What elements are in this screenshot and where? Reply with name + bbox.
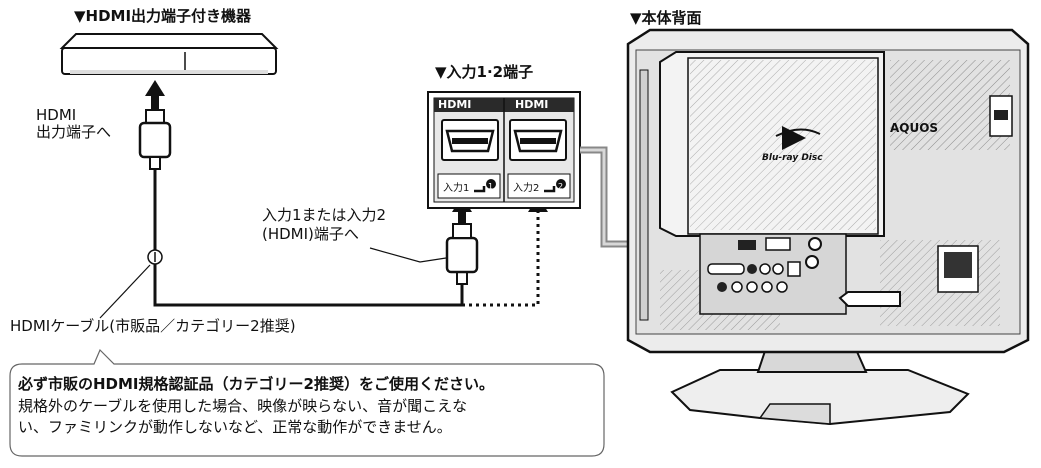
note-line2: い、ファミリンクが動作しないなど、正常な動作ができません。 xyxy=(18,418,452,436)
hdmi-out-label-line1: HDMI xyxy=(36,106,77,124)
port-input1-label: 入力1 xyxy=(443,183,470,194)
port-word-1: HDMI xyxy=(438,98,472,111)
tv-back-title: ▼本体背面 xyxy=(630,9,702,27)
hdmi-plug-device-side xyxy=(138,109,172,176)
hdmi-out-label-line2: 出力端子へ xyxy=(36,123,112,141)
note-frame xyxy=(9,348,605,457)
input-target-label-line1: 入力1または入力2 xyxy=(262,206,387,224)
port-number-2: 2 xyxy=(558,182,564,191)
input-label-bubble-tail xyxy=(369,247,447,263)
cable-label: HDMIケーブル(市販品／カテゴリー2推奨) xyxy=(10,317,296,335)
arrow-to-device xyxy=(145,80,165,113)
port-word-2: HDMI xyxy=(515,98,549,111)
hdmi-plug-tv-side xyxy=(445,223,479,294)
bluray-logo: Blu-ray Disc xyxy=(762,153,823,163)
note-headline: 必ず市販のHDMI規格認証品（カテゴリー2推奨）をご使用ください。 xyxy=(18,375,494,393)
callout-leader xyxy=(99,264,151,319)
port-panel xyxy=(427,91,581,209)
caution-note: 必ず市販のHDMI規格認証品（カテゴリー2推奨）をご使用ください。 規格外のケー… xyxy=(9,348,606,458)
brand-logo: AQUOS xyxy=(890,121,939,135)
ports-title: ▼入力1·2端子 xyxy=(435,63,534,81)
hdmi-cable xyxy=(153,176,464,307)
input-target-label-line2: (HDMI)端子へ xyxy=(262,225,359,243)
tv-back xyxy=(626,28,1030,426)
port-input2-label: 入力2 xyxy=(513,183,540,194)
device-title: ▼HDMI出力端子付き機器 xyxy=(74,7,252,25)
hdmi-source-device xyxy=(59,33,279,75)
note-line1: 規格外のケーブルを使用した場合、映像が映らない、音が聞こえな xyxy=(18,397,468,415)
port-number-1: 1 xyxy=(488,182,494,191)
